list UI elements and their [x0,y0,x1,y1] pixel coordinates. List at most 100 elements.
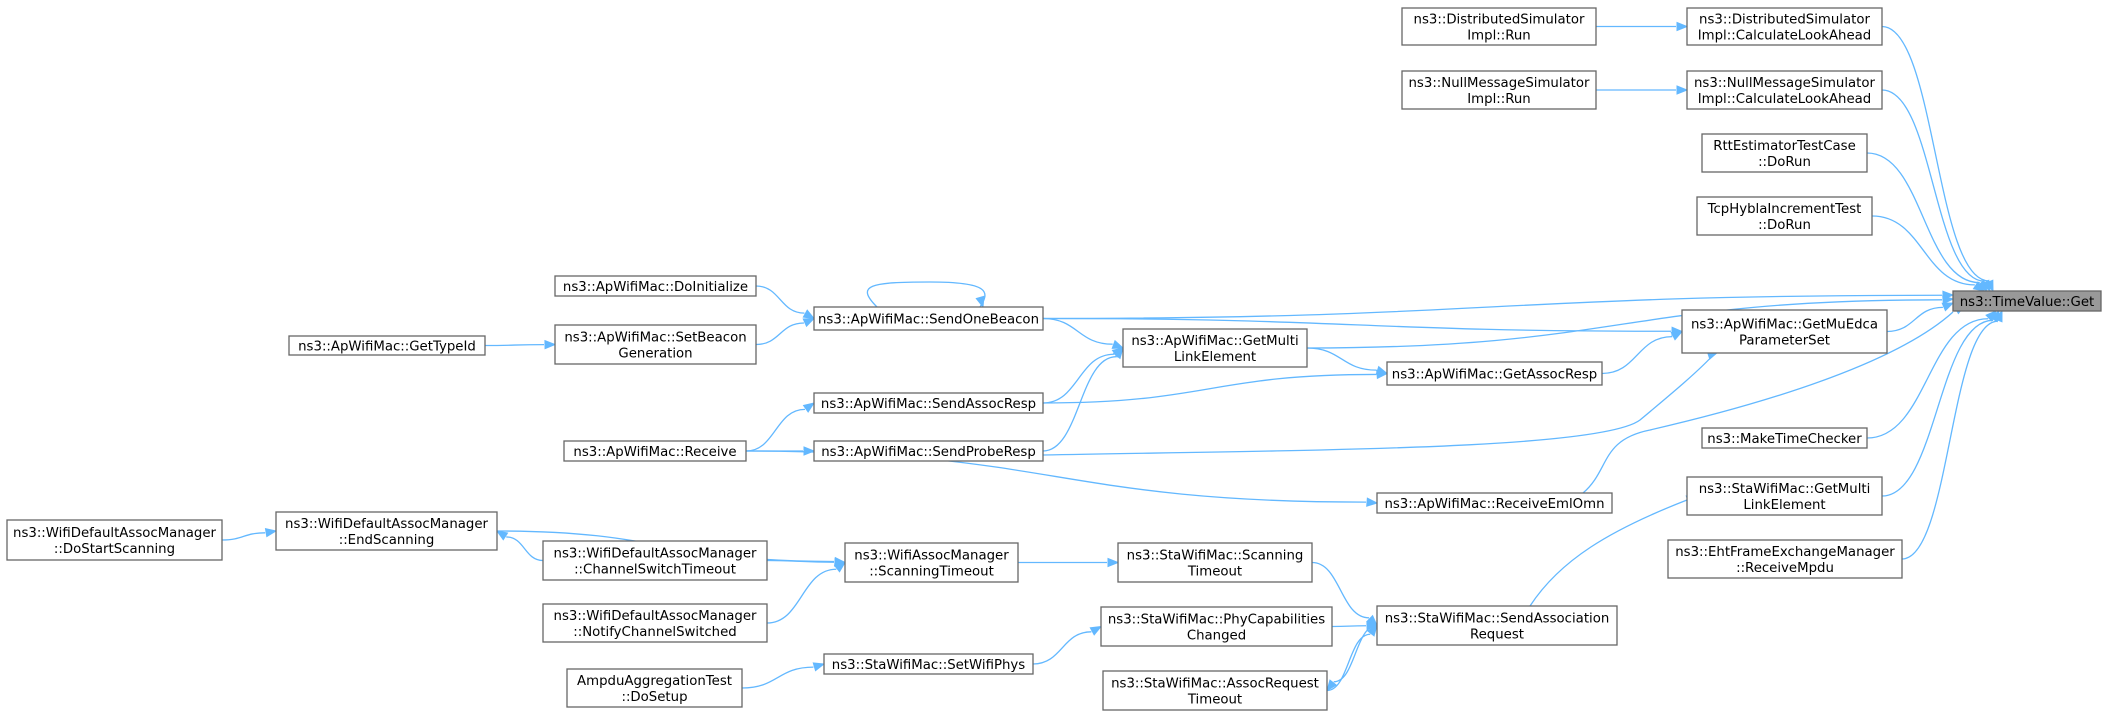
node-box [566,668,743,708]
node-def-chan-timeout[interactable]: ns3::WifiDefaultAssocManager::ChannelSwi… [542,540,768,581]
node-label-line: Impl::CalculateLookAhead [1698,29,1872,44]
node-label-line: LinkElement [1174,350,1256,365]
node-label-line: TcpHyblaIncrementTest [1707,202,1862,217]
node-label-line: Impl::Run [1467,92,1530,107]
node-sta-scan-timeout[interactable]: ns3::StaWifiMac::ScanningTimeout [1117,542,1313,583]
node-tcp[interactable]: TcpHyblaIncrementTest::DoRun [1696,196,1873,236]
node-ampdu[interactable]: AmpduAggregationTest::DoSetup [566,668,743,708]
edge-set_wifi_phys-to-phy_cap [1032,625,1103,665]
edge-send_one_beacon-to-ap_multi [1042,317,1125,349]
edge-line [1582,311,1954,494]
edge-ap_multi-to-get_assoc_resp [1306,347,1389,375]
node-label-line: RttEstimatorTestCase [1713,139,1856,154]
edge-dist_calc-to-root [1881,25,1994,293]
node-assoc-mgr-scan-timeout[interactable]: ns3::WifiAssocManager::ScanningTimeout [844,542,1019,583]
node-box [554,324,757,365]
node-eht[interactable]: ns3::EhtFrameExchangeManager::ReceiveMpd… [1667,539,1903,579]
node-box [1701,427,1868,449]
node-box [1686,476,1883,516]
node-send-probe-resp[interactable]: ns3::ApWifiMac::SendProbeResp [813,440,1044,462]
edge-get_type_id-to-set_beacon_gen [484,339,557,350]
edge-assoc_req_timeout-to-sta_send_assoc [1326,624,1378,692]
edge-tcp-to-root [1871,215,1986,292]
node-box [6,519,223,561]
edge-arrowhead [1111,339,1125,349]
node-label-line: Timeout [1187,693,1242,708]
node-rtt[interactable]: RttEstimatorTestCase::DoRun [1701,133,1868,173]
node-receive[interactable]: ns3::ApWifiMac::Receive [563,440,747,462]
edge-line [1866,318,1989,439]
edge-arrowhead [1676,21,1689,32]
node-label-line: Request [1470,628,1524,643]
node-box [1401,7,1597,46]
edge-arrowhead [802,317,816,328]
edge-arrowhead [1942,295,1955,305]
edge-ampdu-to-set_wifi_phys [741,662,826,689]
edge-arrowhead [1993,309,2003,323]
edge-def_chan_timeout-to-def_end_scan [495,530,544,562]
node-label-line: LinkElement [1743,498,1825,513]
edge-arrowhead [833,561,847,573]
edge-line [1886,306,1943,333]
edge-eht-to-root [1901,309,2003,560]
node-set-wifi-phys[interactable]: ns3::StaWifiMac::SetWifiPhys [823,653,1034,675]
node-get-type-id[interactable]: ns3::ApWifiMac::GetTypeId [288,335,486,356]
node-label-line: ns3::TimeValue::Get [1960,295,2095,310]
node-box [542,603,768,643]
node-box [1100,606,1333,647]
node-def-end-scan[interactable]: ns3::WifiDefaultAssocManager::EndScannin… [275,511,498,551]
node-box [1701,133,1868,173]
node-make-time[interactable]: ns3::MakeTimeChecker [1701,427,1868,449]
edge-arrowhead [544,339,557,350]
edge-set_beacon_gen-to-send_one_beacon [755,317,816,346]
node-label-line: ParameterSet [1739,334,1830,349]
edge-line [221,532,266,541]
edge-line [1601,335,1673,375]
edge-rtt-to-root [1866,152,1988,293]
edge-arrowhead [495,530,509,541]
node-null-calc[interactable]: ns3::NullMessageSimulatorImpl::Calculate… [1686,70,1883,110]
node-label-line: ns3::NullMessageSimulator [1409,76,1591,91]
node-def-do-start[interactable]: ns3::WifiDefaultAssocManager::DoStartSca… [6,519,223,561]
edge-arrowhead [812,662,826,672]
node-do-init[interactable]: ns3::ApWifiMac::DoInitialize [554,275,757,297]
edge-arrowhead [1376,369,1389,380]
node-layer: ns3::TimeValue::Get ns3::DistributedSimul… [6,7,2102,711]
edge-line [741,666,814,689]
node-get-assoc-resp[interactable]: ns3::ApWifiMac::GetAssocResp [1386,361,1603,386]
node-label-line: ::NotifyChannelSwitched [573,625,736,640]
edge-arrowhead [1089,625,1103,636]
node-box [542,540,768,581]
node-label-line: ::ChannelSwitchTimeout [574,563,736,578]
edge-dist_run-to-dist_calc [1596,21,1689,32]
edge-line [1306,299,1943,349]
edge-arrowhead [264,528,278,538]
node-dist-calc[interactable]: ns3::DistributedSimulatorImpl::Calculate… [1686,7,1883,46]
edge-line [1529,499,1688,607]
node-box [813,306,1044,331]
node-label-line: ns3::MakeTimeChecker [1707,432,1862,447]
node-root[interactable]: ns3::TimeValue::Get [1952,290,2102,312]
node-send-assoc-resp[interactable]: ns3::ApWifiMac::SendAssocResp [813,392,1044,414]
node-send-one-beacon[interactable]: ns3::ApWifiMac::SendOneBeacon [813,306,1044,331]
edge-arrowhead [1972,281,1986,292]
edge-line [1881,319,1994,497]
edge-do_init-to-send_one_beacon [755,285,816,320]
node-label-line: AmpduAggregationTest [577,674,732,689]
node-label-line: ::ReceiveMpdu [1736,561,1834,576]
node-box [1401,70,1597,110]
edge-null_run-to-null_calc [1596,85,1689,95]
edge-line [755,285,805,314]
node-def-notify[interactable]: ns3::WifiDefaultAssocManager::NotifyChan… [542,603,768,643]
node-box [844,542,1019,583]
node-receive-eml[interactable]: ns3::ApWifiMac::ReceiveEmlOmn [1376,492,1613,514]
